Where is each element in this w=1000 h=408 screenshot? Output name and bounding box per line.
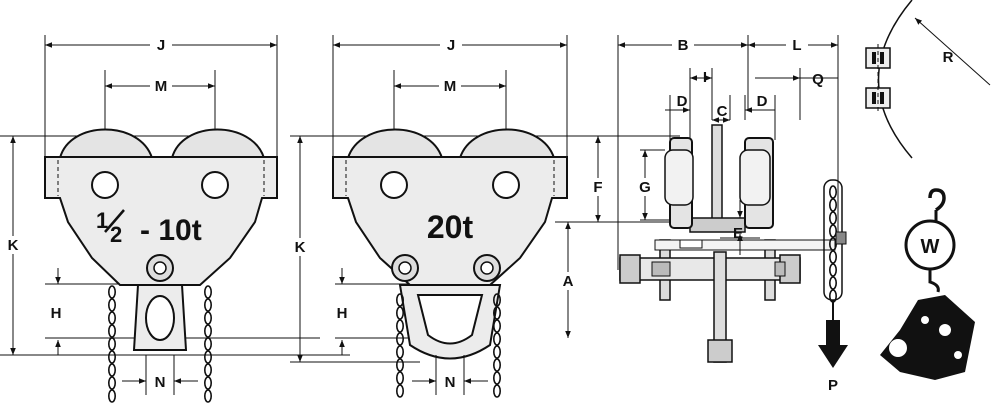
wheel-axle-hole <box>380 171 408 199</box>
dim-label-M: M <box>444 78 457 95</box>
pull-force-arrow <box>818 345 848 368</box>
dim-label-Q: Q <box>812 71 824 88</box>
dim-label-D: D <box>677 93 688 110</box>
dim-label-R: R <box>943 49 954 66</box>
weight-label: W <box>921 236 940 258</box>
dim-label-D: D <box>757 93 768 110</box>
wheel-axle-hole <box>201 171 229 199</box>
dim-label-P: P <box>828 377 838 394</box>
curve-radius-detail: R <box>865 0 991 159</box>
dim-label-H: H <box>337 305 348 322</box>
hand-chain-right <box>492 293 502 398</box>
dim-label-E: E <box>733 225 743 242</box>
hand-chain-left <box>395 293 405 398</box>
left-wheel-a <box>58 128 154 159</box>
wheel-axle-hole <box>492 171 520 199</box>
right-wheel-b <box>458 128 556 159</box>
dim-label-A: A <box>563 273 574 290</box>
cross-shaft <box>619 257 801 281</box>
left-wheel-b <box>170 128 266 159</box>
dim-label-G: G <box>639 179 651 196</box>
i-beam-web <box>711 124 723 221</box>
dim-label-J: J <box>157 37 165 54</box>
dim-label-N: N <box>155 374 166 391</box>
dim-label-F: F <box>593 179 602 196</box>
dim-label-N: N <box>445 374 456 391</box>
capacity-small-label: - 10t <box>140 214 202 247</box>
curved-track <box>877 0 913 159</box>
dim-label-C: C <box>717 103 728 120</box>
trolley-large-front-view: 20t J M K H N <box>290 35 640 398</box>
dim-label-K: K <box>8 237 19 254</box>
dim-label-I: I <box>703 69 707 86</box>
wheel-axle-hole <box>91 171 119 199</box>
capacity-fraction: 2 <box>110 222 122 247</box>
weight-scale-icon: W <box>880 188 975 380</box>
capacity-large-label: 20t <box>427 209 474 245</box>
scale-dial <box>904 219 956 271</box>
hand-chain-right <box>204 285 212 403</box>
right-wheel-a <box>346 128 444 159</box>
dim-label-B: B <box>678 37 689 54</box>
dim-label-H: H <box>51 305 62 322</box>
load-block <box>880 295 975 380</box>
dim-label-M: M <box>155 78 168 95</box>
dim-label-L: L <box>792 37 801 54</box>
trolley-small-front-view: 1 2 - 10t J M K H N <box>0 35 350 403</box>
dim-label-K: K <box>295 239 306 256</box>
hand-chain-left <box>108 285 116 403</box>
trolley-side-view: P B L I Q D C D F G E <box>555 35 848 394</box>
capacity-prefix: 1 <box>96 208 108 233</box>
dim-label-J: J <box>447 37 455 54</box>
